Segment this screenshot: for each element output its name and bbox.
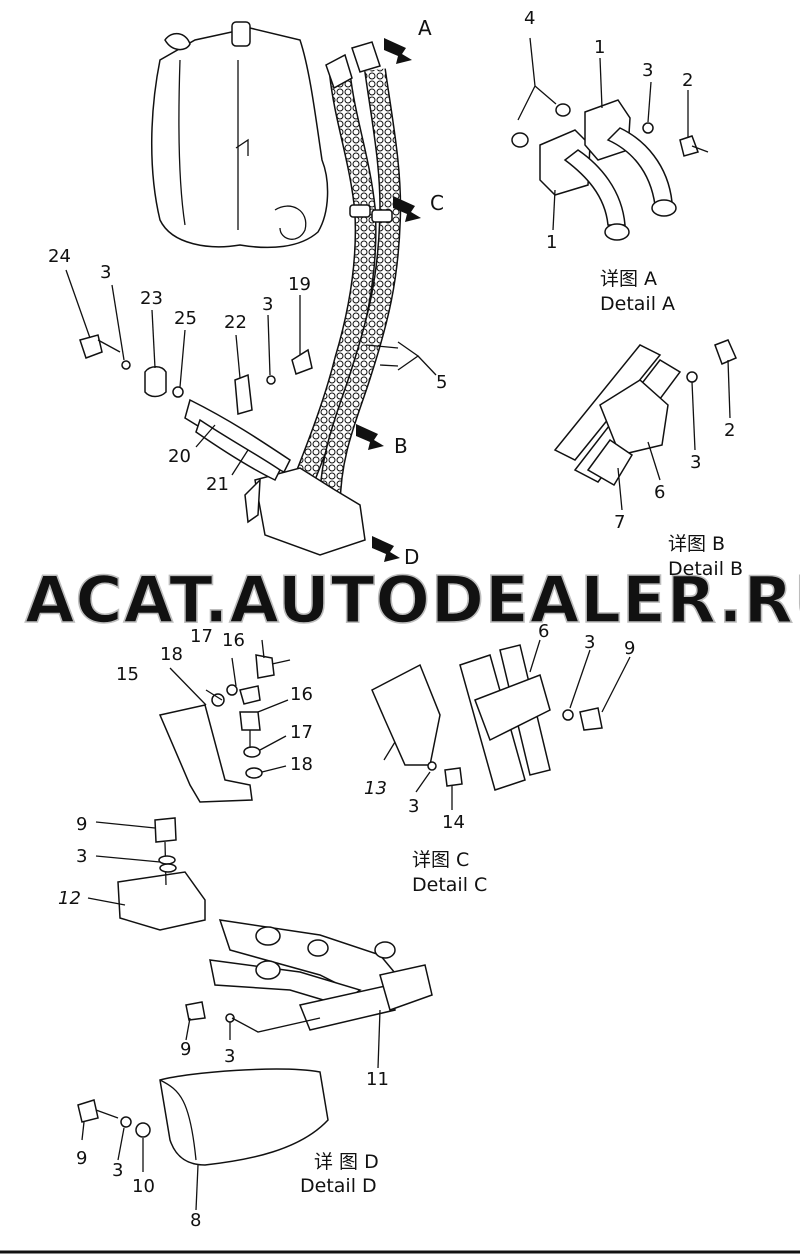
callout-16: 16: [290, 684, 313, 705]
callout-11: 11: [366, 1069, 389, 1090]
detail-a-title-en: Detail A: [600, 293, 675, 315]
main-view-fasteners: [79, 334, 313, 481]
callout-1: 1: [594, 37, 605, 58]
callout-9: 9: [76, 814, 87, 835]
callout-3: 3: [690, 452, 701, 473]
callout-21: 21: [206, 474, 229, 495]
callout-3: 3: [112, 1160, 123, 1181]
detail-c-right-drawing: [371, 639, 631, 810]
detail-d-drawing: [77, 817, 433, 1211]
callout-9: 9: [180, 1039, 191, 1060]
callout-3: 3: [584, 632, 595, 653]
detail-a-title-cn: 详图 A: [600, 268, 657, 290]
callout-9: 9: [624, 638, 635, 659]
hose-assembly: [244, 41, 402, 556]
callout-4: 4: [524, 8, 535, 29]
callout-18: 18: [290, 754, 313, 775]
detail-b-title-cn: 详图 B: [668, 533, 725, 555]
callout-3: 3: [642, 60, 653, 81]
arrow-a-icon: [384, 38, 412, 64]
detail-b-title-en: Detail B: [668, 558, 743, 580]
callout-18: 18: [160, 644, 183, 665]
callout-23: 23: [140, 288, 163, 309]
callout-3: 3: [408, 796, 419, 817]
callout-24: 24: [48, 246, 71, 267]
arrow-label-c: C: [430, 191, 444, 215]
callout-3: 3: [100, 262, 111, 283]
detail-a-drawing: [511, 37, 709, 241]
callout-6: 6: [538, 621, 549, 642]
callout-9: 9: [76, 1148, 87, 1169]
detail-b-drawing: [553, 339, 737, 511]
callout-2: 2: [724, 420, 735, 441]
arrow-b-icon: [356, 424, 384, 450]
callout-2: 2: [682, 70, 693, 91]
callout-3: 3: [224, 1046, 235, 1067]
callout-6: 6: [654, 482, 665, 503]
callout-14: 14: [442, 812, 465, 833]
detail-c-title-cn: 详图 C: [412, 849, 469, 871]
detail-c-title-en: Detail C: [412, 874, 487, 896]
callout-19: 19: [288, 274, 311, 295]
detail-d-title-en: Detail D: [300, 1175, 377, 1197]
callout-7: 7: [614, 512, 625, 533]
watermark-text: ACAT.AUTODEALER.RU: [25, 564, 800, 638]
main-view-leaders: [65, 269, 437, 476]
arrow-label-a: A: [418, 16, 432, 40]
callout-5: 5: [436, 372, 447, 393]
callout-17: 17: [190, 626, 213, 647]
arrow-label-b: B: [394, 434, 408, 458]
callout-3: 3: [76, 846, 87, 867]
callout-25: 25: [174, 308, 197, 329]
callout-17: 17: [290, 722, 313, 743]
callout-16: 16: [222, 630, 245, 651]
callout-3: 3: [262, 294, 273, 315]
callout-22: 22: [224, 312, 247, 333]
arrow-d-icon: [372, 536, 400, 562]
callout-8: 8: [190, 1210, 201, 1231]
arrow-c-icon: [393, 196, 421, 222]
callout-10: 10: [132, 1176, 155, 1197]
reservoir-tank: [150, 21, 329, 249]
callout-15: 15: [116, 664, 139, 685]
callout-12: 12: [58, 888, 81, 909]
detail-d-title-cn: 详 图 D: [314, 1151, 379, 1173]
callout-13: 13: [364, 778, 387, 799]
detail-c-left-drawing: [158, 639, 291, 803]
flow-arrows: [356, 38, 421, 562]
arrow-label-d: D: [404, 545, 419, 569]
callout-1: 1: [546, 232, 557, 253]
callout-20: 20: [168, 446, 191, 467]
